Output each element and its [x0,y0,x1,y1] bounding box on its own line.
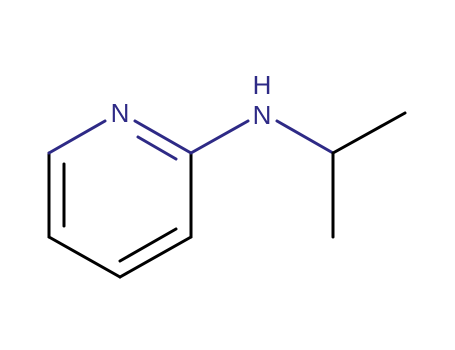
bond-c6-n1 [47,119,107,155]
bond-n1-c2-inner [136,135,178,161]
isopropyl-group [331,111,407,239]
bond-ch-methyl-upper [331,111,407,155]
bond-c3-c4 [118,235,193,279]
atom-ring-nitrogen: N [111,98,130,128]
atom-amine-nitrogen: N [253,100,272,130]
bond-c3-c4-inner [118,227,178,263]
bond-n1-c2 [133,119,193,155]
bond-c2-nh [189,119,250,155]
bond-c4-c5 [47,235,122,279]
atom-amine-hydrogen: H [253,70,272,100]
pyridine-ring [47,119,193,279]
bond-nh-ch [275,119,335,155]
